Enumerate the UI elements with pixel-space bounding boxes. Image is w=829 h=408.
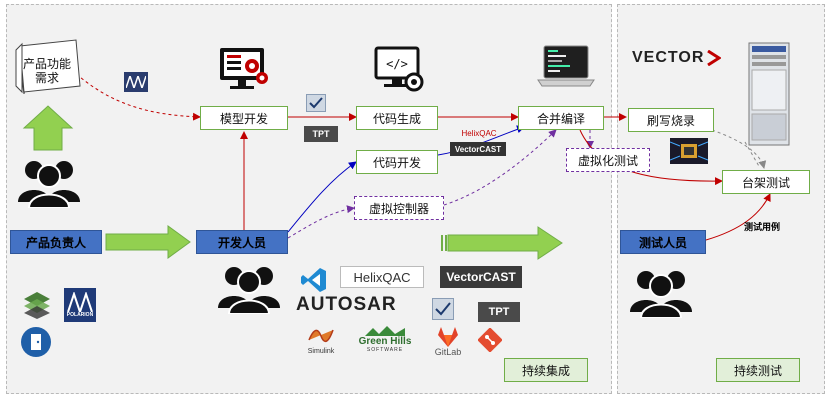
autosar-logo: AUTOSAR — [296, 294, 414, 316]
vectorcast-logo: VectorCAST — [440, 266, 522, 288]
model-dev-box[interactable]: 模型开发 — [200, 106, 288, 130]
vectorcast-small-text: VectorCAST — [454, 144, 502, 154]
virtual-ctrl-box[interactable]: 虚拟控制器 — [354, 196, 444, 220]
virtual-test-box[interactable]: 虚拟化测试 — [566, 148, 650, 172]
ci-stage-tag: 持续集成 — [504, 358, 588, 382]
laptop-icon — [537, 45, 595, 87]
greenhills-logo-text: Green Hills — [358, 335, 412, 347]
tpt-logo-text: TPT — [488, 306, 510, 318]
merge-compile-box[interactable]: 合并编译 — [518, 106, 604, 130]
vectorcast-small-logo: VectorCAST — [450, 142, 506, 156]
tester-box[interactable]: 测试人员 — [620, 230, 706, 254]
product-req-label: 产品功能需求 — [22, 57, 71, 85]
flash-box[interactable]: 刷写烧录 — [628, 108, 714, 132]
git-logo — [478, 328, 502, 352]
document-icon — [15, 39, 81, 94]
rack-test-box[interactable]: 台架测试 — [722, 170, 810, 194]
helixqac-small-logo: HelixQAC — [452, 126, 506, 140]
helixqac-small-text: HelixQAC — [461, 128, 497, 138]
greenhills-logo: Green Hills SOFTWARE — [356, 324, 414, 354]
code-gen-box[interactable]: 代码生成 — [356, 106, 438, 130]
code-dev-box[interactable]: 代码开发 — [356, 150, 438, 174]
test-cases-label: 测试用例 — [744, 223, 781, 233]
gitlab-logo: GitLab — [430, 324, 466, 360]
gitlab-logo-text: GitLab — [434, 347, 462, 357]
tpt-logo: TPT — [478, 302, 520, 322]
vscode-logo — [301, 268, 326, 292]
product-owner-people-icon — [18, 161, 80, 208]
polarion-logo: POLARION — [64, 288, 96, 322]
product-owner-box[interactable]: 产品负责人 — [10, 230, 102, 254]
ct-stage-tag: 持续测试 — [716, 358, 800, 382]
autosar-logo-text: AUTOSAR — [296, 294, 397, 315]
check-tool-logo — [306, 94, 326, 112]
tester-people-icon — [630, 271, 692, 318]
vector-logo-text: VECTOR — [632, 49, 705, 66]
model-computer-icon — [220, 48, 268, 89]
helixqac-logo-text: HelixQAC — [353, 269, 411, 285]
simulink-logo: Simulink — [300, 322, 342, 358]
svg-text:</>: </> — [386, 57, 408, 71]
developer-people-icon — [218, 267, 280, 314]
developer-box[interactable]: 开发人员 — [196, 230, 288, 254]
check-tool-logo-2 — [432, 298, 454, 320]
helixqac-logo: HelixQAC — [340, 266, 424, 288]
vectorcast-logo-text: VectorCAST — [446, 270, 516, 284]
greenhills-sub-text: SOFTWARE — [366, 346, 404, 353]
vector-logo: VECTOR — [632, 48, 722, 68]
polarion-logo-text: POLARION — [66, 312, 94, 318]
door-tool-logo — [21, 327, 51, 357]
polarion-small-logo — [124, 72, 148, 92]
test-rack-icon — [748, 42, 790, 146]
tpt-small-text: TPT — [312, 129, 330, 139]
ecu-chip-icon — [670, 138, 708, 164]
simulink-logo-text: Simulink — [307, 347, 335, 355]
tpt-small-logo: TPT — [304, 126, 338, 142]
layers-tool-logo — [24, 292, 50, 319]
code-computer-icon: </> — [374, 46, 424, 92]
